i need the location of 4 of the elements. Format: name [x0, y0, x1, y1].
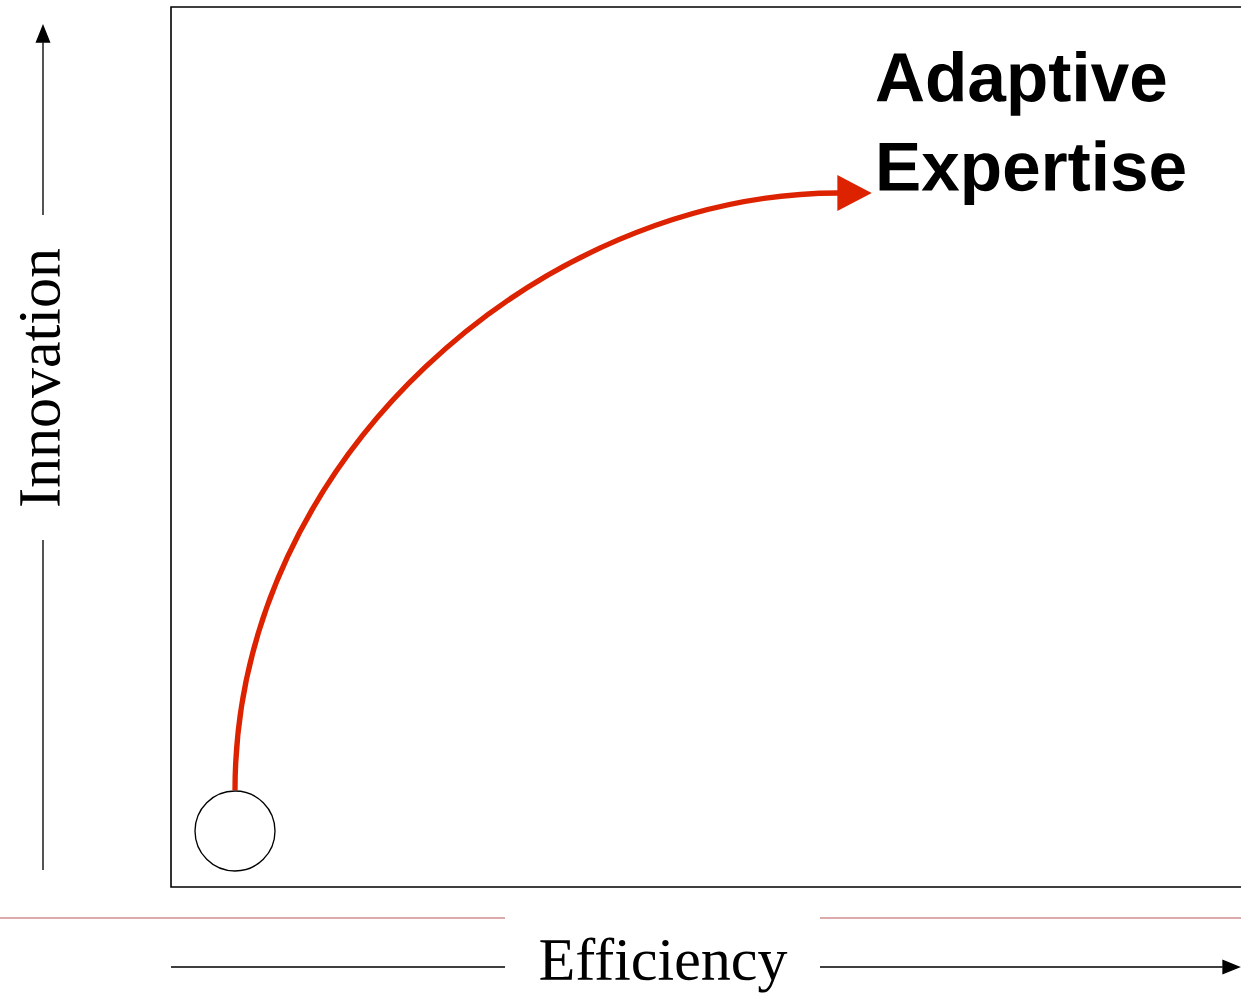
axis-label: Innovation	[19, 248, 61, 506]
heading-text: Adaptive Expertise	[876, 51, 1185, 205]
start-circle	[194, 790, 276, 872]
axis-label: Efficiency	[540, 937, 788, 993]
